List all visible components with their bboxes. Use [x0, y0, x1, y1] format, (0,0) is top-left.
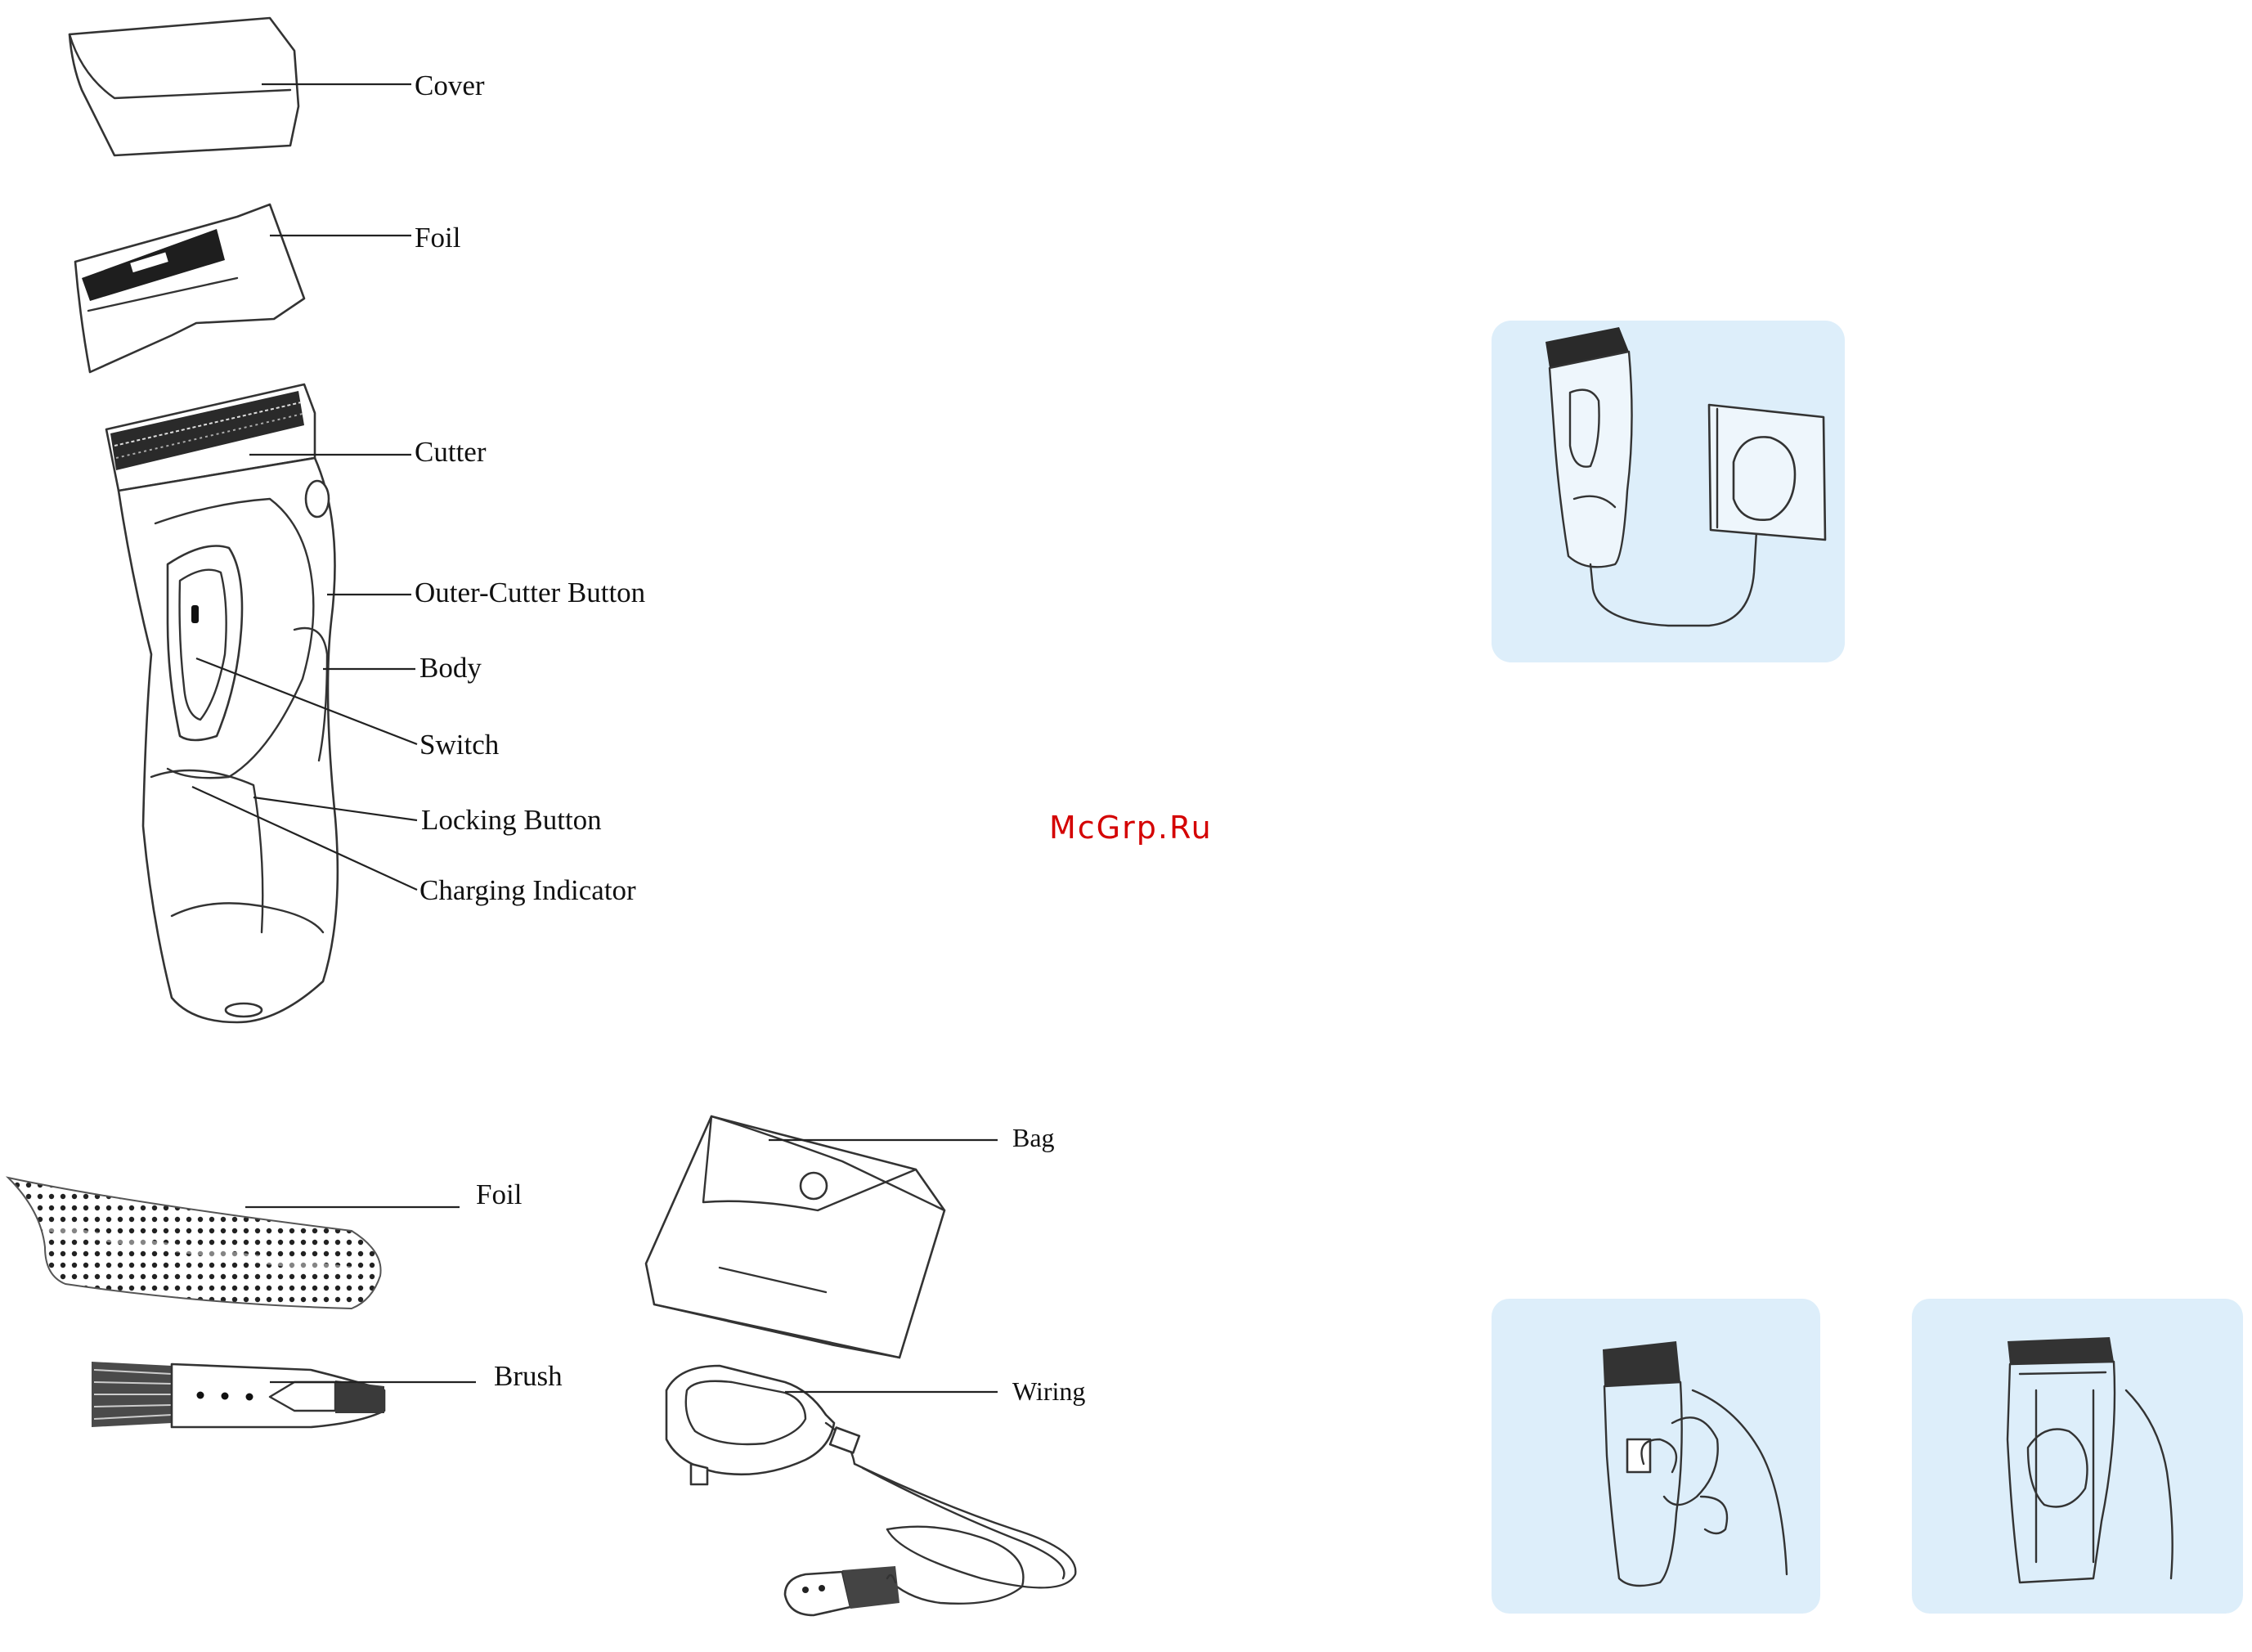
label-brush: Brush [494, 1360, 563, 1392]
shaver-cover-drawing [70, 18, 298, 155]
shaver-body-drawing [106, 384, 338, 1022]
label-foil-bottom: Foil [476, 1178, 523, 1210]
label-cover: Cover [415, 70, 485, 101]
label-foil-top: Foil [415, 222, 461, 254]
panel-hold-shaver [1492, 1299, 1820, 1614]
spare-foil-drawing [8, 1178, 381, 1309]
label-switch: Switch [419, 729, 500, 761]
watermark: McGrp.Ru [1049, 810, 1213, 846]
bag-drawing [646, 1116, 944, 1358]
panel-remove-foil [1912, 1299, 2243, 1614]
label-body: Body [419, 652, 482, 684]
labels-accessories-left: Foil Brush [476, 1178, 563, 1392]
label-locking-button: Locking Button [421, 804, 602, 836]
labels-accessories-right: Bag Wiring [1012, 1123, 1085, 1406]
shaver-foil-frame-drawing [75, 204, 304, 372]
brush-drawing [92, 1362, 384, 1427]
label-cutter: Cutter [415, 436, 487, 468]
label-bag: Bag [1012, 1123, 1055, 1152]
label-outer-cutter-button: Outer-Cutter Button [415, 577, 645, 608]
labels-shaver: Cover Foil Cutter Outer-Cutter Button Bo… [415, 70, 645, 906]
panel-charging [1492, 321, 1845, 662]
label-charging-indicator: Charging Indicator [419, 874, 636, 906]
label-wiring: Wiring [1012, 1376, 1085, 1406]
